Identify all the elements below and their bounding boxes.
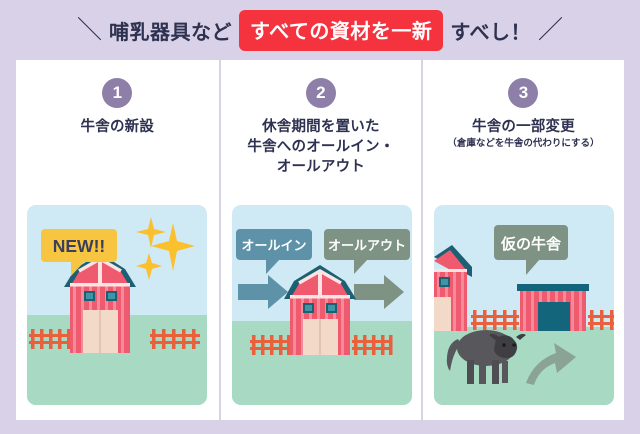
fence-icon <box>588 310 615 330</box>
panel-2-number-badge: 2 <box>305 78 336 108</box>
page-header: ＼ 哺乳器具など すべての資材を一新 すべし！ ／ <box>0 0 640 60</box>
fence-icon <box>29 329 71 349</box>
all-out-label-text: オールアウト <box>328 238 406 253</box>
header-inner: ＼ 哺乳器具など すべての資材を一新 すべし！ ／ <box>77 9 563 51</box>
temp-barn-label-bubble: 仮の牛舎 <box>494 225 569 275</box>
partial-barn-icon <box>434 245 473 331</box>
header-highlight-badge: すべての資材を一新 <box>239 9 444 51</box>
sparkles-icon <box>136 217 195 280</box>
temporary-barn-illustration: 仮の牛舎 <box>434 205 615 405</box>
all-in-all-out-illustration: オールイン オールアウト <box>231 205 412 405</box>
new-barn-illustration: NEW!! <box>27 205 207 405</box>
header-text-after: すべし！ <box>450 21 531 44</box>
panel-2-title: 休舎期間を置いた 牛舎へのオールイン・ オールアウト <box>247 119 395 175</box>
all-in-label-text: オールイン <box>241 238 306 253</box>
all-in-label-bubble: オールイン <box>235 229 312 274</box>
curved-arrow-icon <box>526 343 577 385</box>
arrow-right-green-icon <box>353 275 404 309</box>
slash-right-icon: ／ <box>537 15 563 44</box>
all-out-label-bubble: オールアウト <box>323 229 410 274</box>
panel-3-title: 牛舎の一部変更 <box>472 119 575 135</box>
warehouse-icon <box>517 284 590 331</box>
panel-3-number-badge: 3 <box>508 78 539 108</box>
arrow-right-blue-icon <box>237 275 288 309</box>
cow-icon <box>446 330 527 384</box>
fence-icon <box>351 335 393 355</box>
fence-icon <box>249 335 291 355</box>
fence-icon <box>471 310 520 330</box>
panel-1-number-badge: 1 <box>102 78 133 108</box>
panel-1-title: 牛舎の新設 <box>80 119 155 135</box>
panel-2: 2 休舎期間を置いた 牛舎へのオールイン・ オールアウト <box>218 60 422 420</box>
slash-left-icon: ＼ <box>77 15 103 44</box>
new-label-bubble: NEW!! <box>41 229 117 276</box>
barn-icon <box>64 253 136 353</box>
panel-3-subtitle: （倉庫などを牛舎の代わりにする） <box>447 138 600 149</box>
panel-3: 3 牛舎の一部変更 （倉庫などを牛舎の代わりにする） <box>421 60 624 420</box>
new-label-text: NEW!! <box>53 236 105 256</box>
panel-1: 1 牛舎の新設 <box>16 60 219 420</box>
temp-barn-label-text: 仮の牛舎 <box>500 235 562 253</box>
barn-icon <box>283 265 356 355</box>
header-text-before: 哺乳器具など <box>109 21 233 44</box>
fence-icon <box>150 329 200 349</box>
panels-card: 1 牛舎の新設 <box>16 60 624 420</box>
